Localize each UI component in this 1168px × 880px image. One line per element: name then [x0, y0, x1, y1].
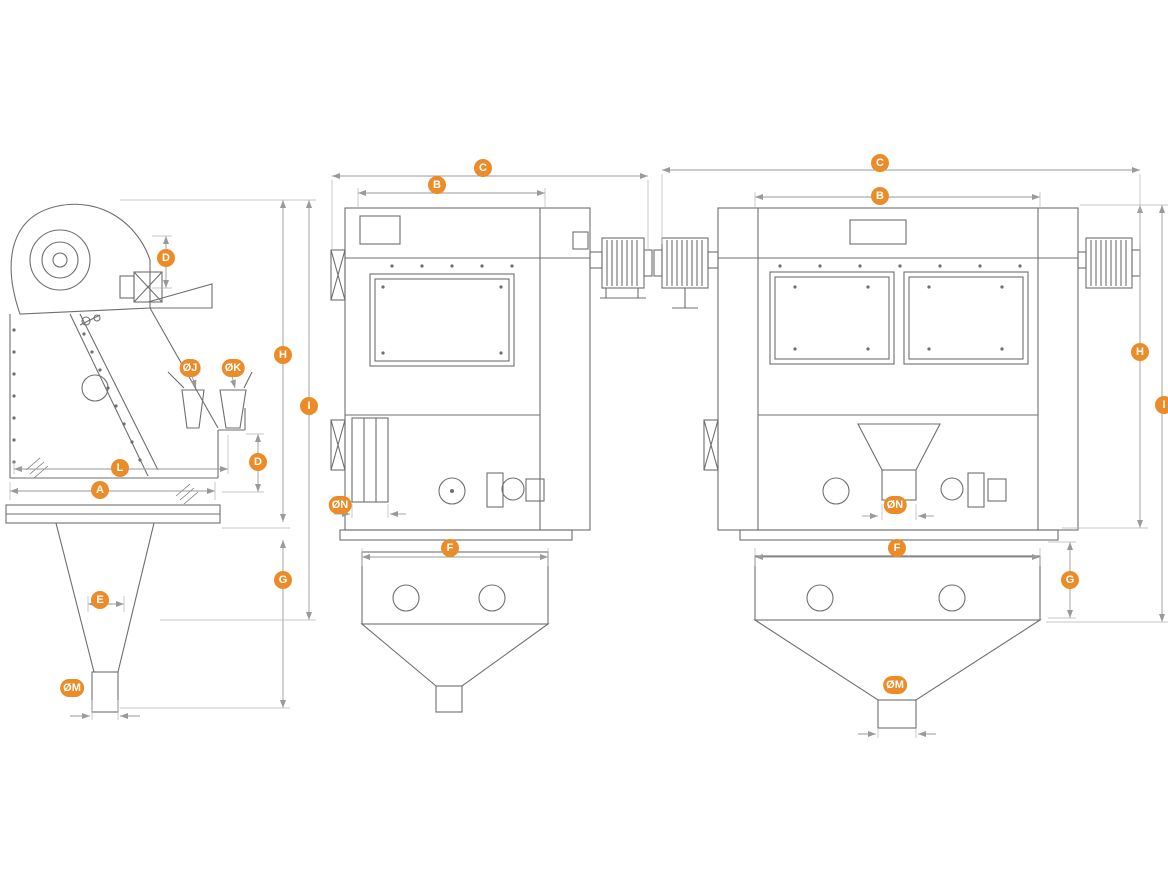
- dim-label-oj: ØJ: [179, 359, 201, 377]
- dim-label-g-side: G: [274, 571, 292, 589]
- dim-label-b-front: B: [428, 176, 446, 194]
- dim-label-g-rear: G: [1061, 571, 1079, 589]
- dim-label-h-rear: H: [1131, 343, 1149, 361]
- dim-label-on-rear: ØN: [883, 496, 907, 514]
- dim-label-i-side: I: [300, 397, 318, 415]
- dim-label-f-rear: F: [888, 539, 906, 557]
- dim-label-a: A: [91, 481, 109, 499]
- dim-label-l: L: [111, 459, 129, 477]
- dim-label-d-side-right: D: [249, 453, 267, 471]
- dim-label-h-side: H: [274, 346, 292, 364]
- dim-label-ok: ØK: [221, 359, 245, 377]
- dim-label-d-side-top: D: [157, 249, 175, 267]
- dim-label-om-rear: ØM: [883, 676, 907, 694]
- dim-label-on-front: ØN: [328, 496, 352, 514]
- dim-label-f-front: F: [441, 539, 459, 557]
- dim-label-c-rear: C: [871, 154, 889, 172]
- side-view-drawing: [5, 199, 316, 720]
- front-view-drawing: [330, 173, 653, 713]
- rear-view-drawing: [653, 167, 1168, 738]
- dim-label-e: E: [91, 591, 109, 609]
- dim-label-i-rear: I: [1155, 396, 1168, 414]
- dim-label-b-rear: B: [871, 187, 889, 205]
- dim-label-om-side: ØM: [60, 679, 84, 697]
- dim-label-c-front: C: [474, 159, 492, 177]
